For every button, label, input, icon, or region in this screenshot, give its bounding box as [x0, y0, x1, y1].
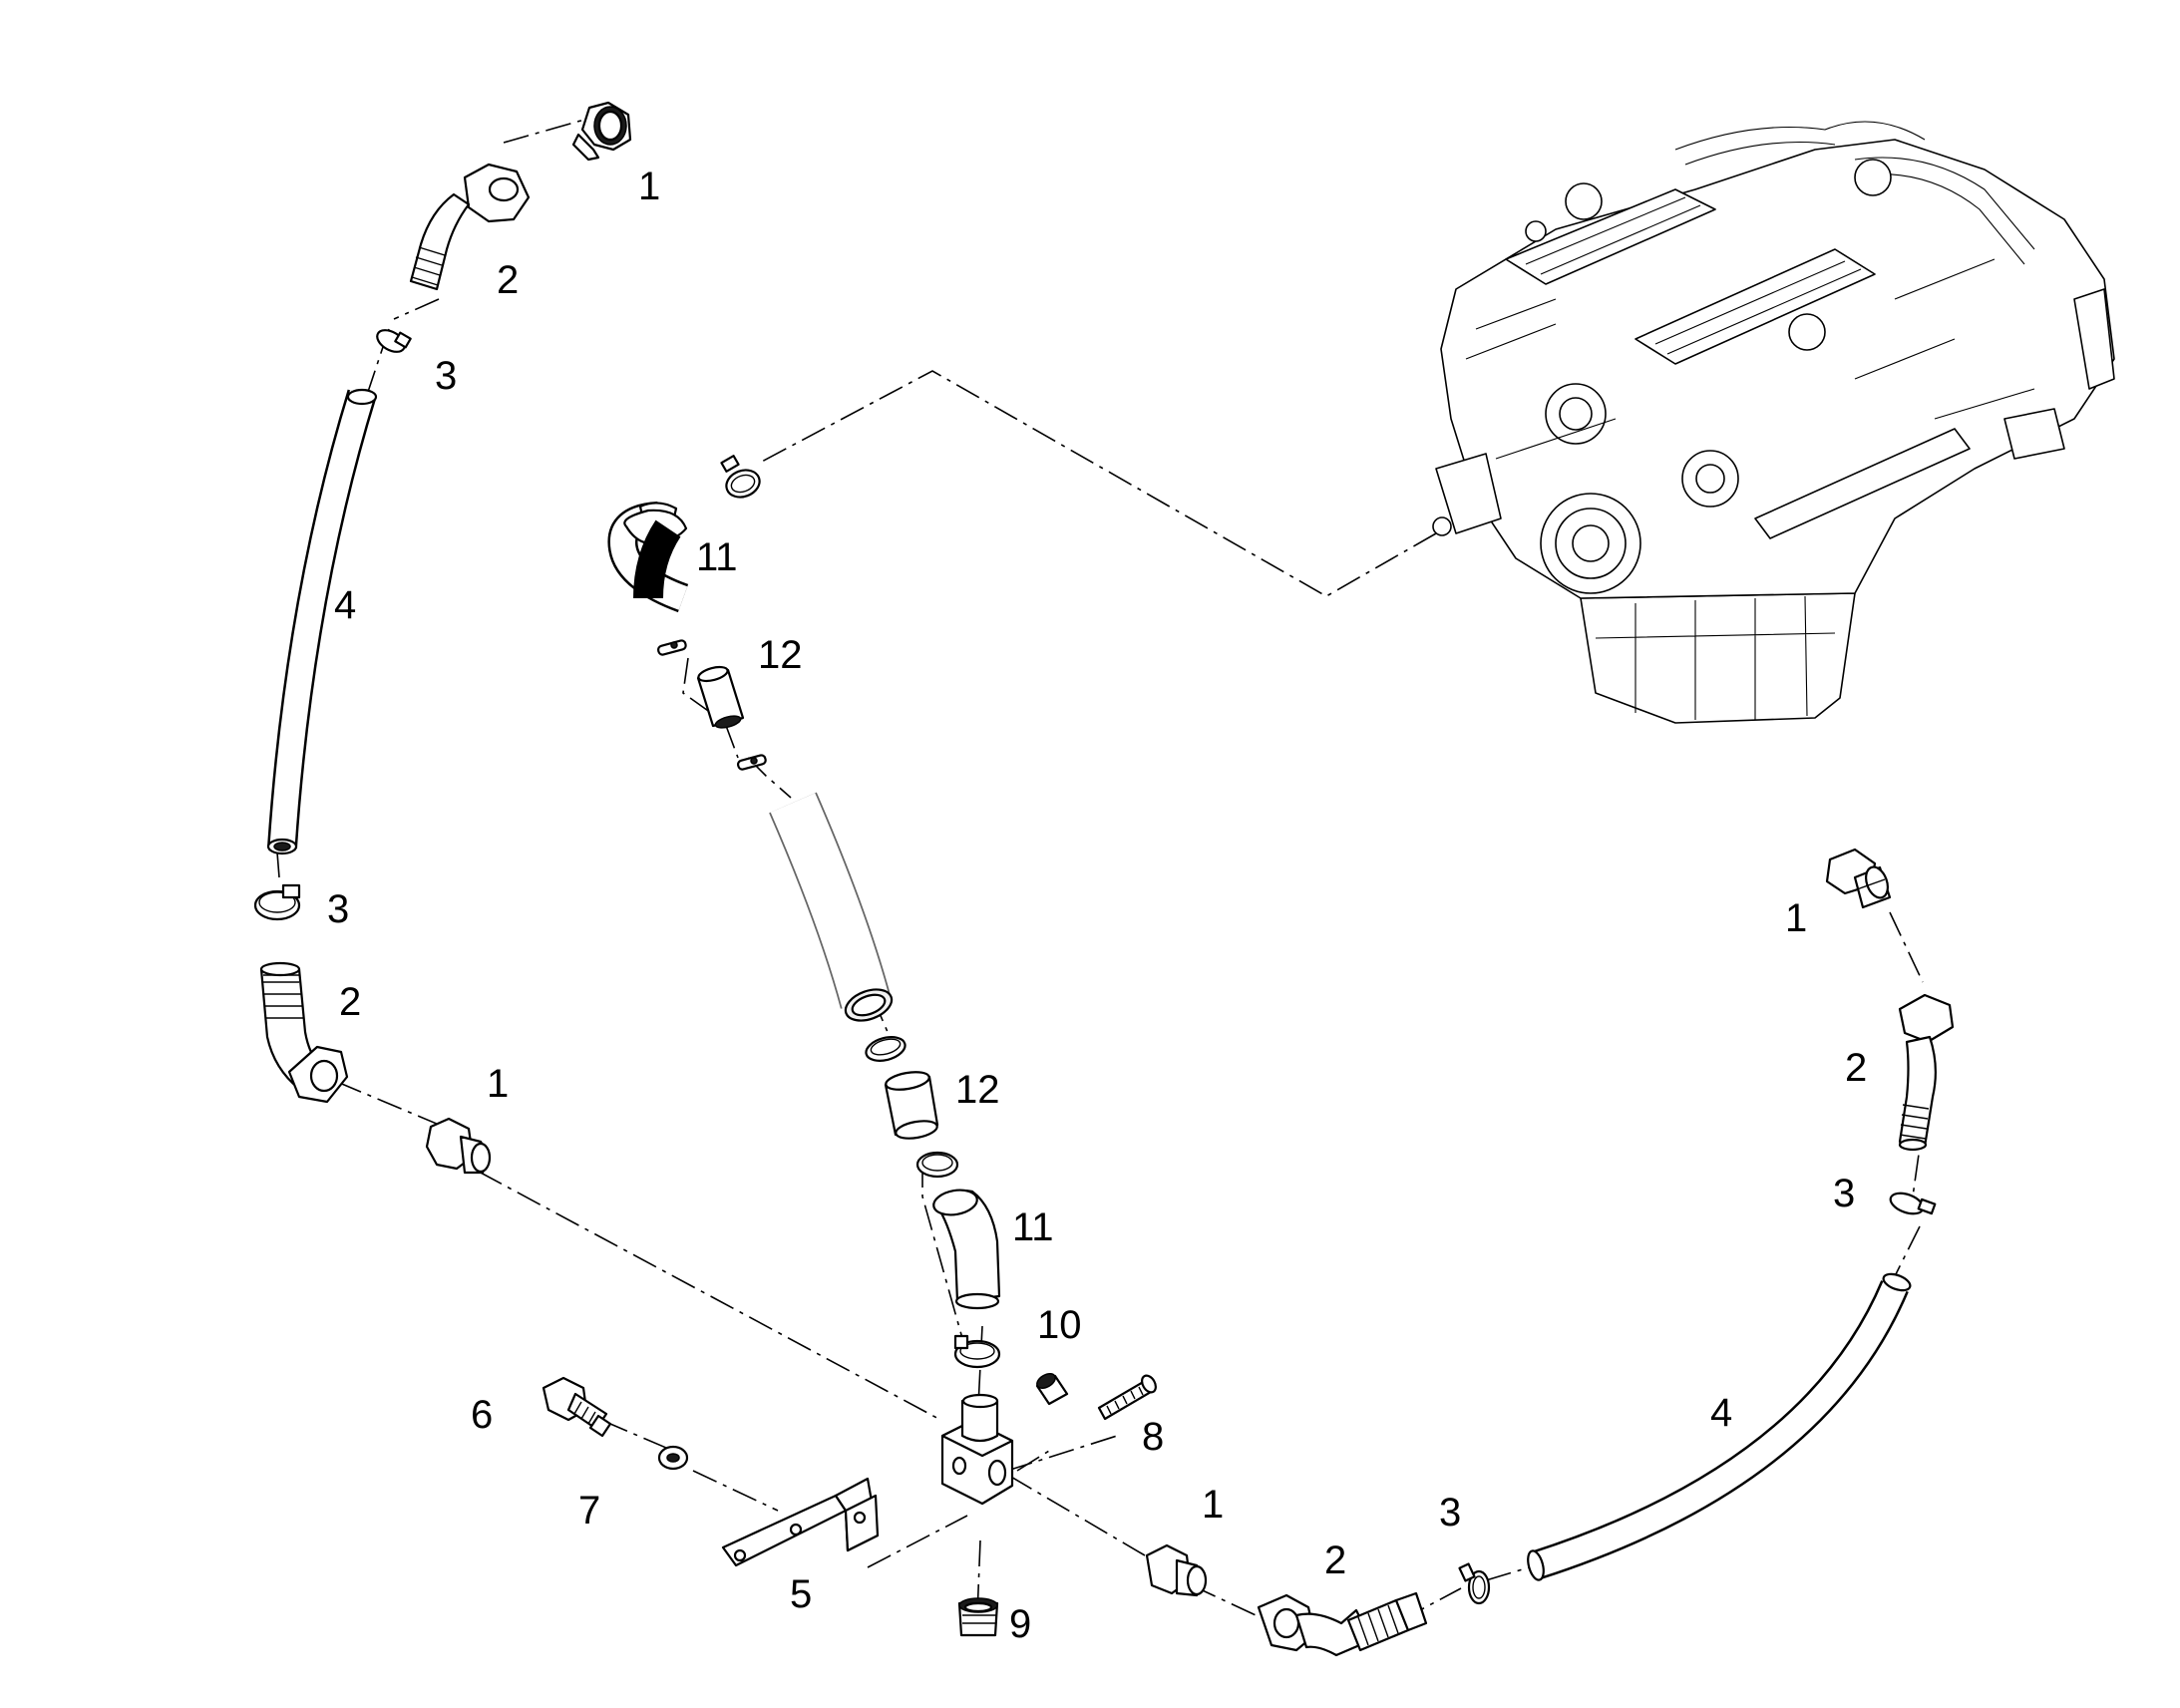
callout-center-elbow-bottom: 11	[1012, 1205, 1054, 1249]
left-elbow-bottom	[259, 961, 349, 1104]
engine-assembly-illustration	[1432, 121, 2115, 724]
callout-screw-8: 8	[1142, 1415, 1164, 1459]
center-elbow-bottom	[932, 1189, 1001, 1310]
callout-left-hose: 4	[334, 583, 356, 627]
callout-bottom-elbow: 2	[1324, 1538, 1346, 1582]
washer-7	[657, 1445, 689, 1471]
callout-clamp-10: 10	[1037, 1303, 1082, 1347]
plug-9	[957, 1597, 999, 1637]
center-hose	[769, 792, 894, 1022]
left-hose	[266, 388, 378, 855]
callout-right-elbow-top: 2	[1845, 1046, 1867, 1090]
bolt-6	[542, 1376, 612, 1438]
right-clamp-top	[1889, 1192, 1937, 1215]
callout-right-fitting-top: 1	[1785, 896, 1807, 940]
left-fitting-top	[571, 101, 632, 162]
callout-left-clamp-top: 3	[435, 354, 457, 398]
callout-left-clamp-bottom: 3	[327, 887, 349, 931]
center-clip-top	[656, 639, 687, 656]
center-connector-bottom	[884, 1071, 939, 1140]
callout-labels: 1 2 3 4 3 2 1 11 12 12 11 10 6 7 5 8 9 1…	[327, 165, 1867, 1646]
callout-bottom-clamp: 3	[1439, 1491, 1461, 1535]
callout-bottom-fitting: 1	[1202, 1483, 1224, 1527]
callout-left-elbow-top: 2	[497, 258, 519, 302]
callout-bolt-6: 6	[471, 1393, 493, 1437]
callout-right-hose: 4	[1710, 1391, 1732, 1435]
callout-left-elbow-bottom: 2	[339, 980, 361, 1024]
center-clip-middle	[736, 754, 767, 771]
center-elbow-top	[607, 502, 689, 613]
callout-center-elbow-top: 11	[696, 535, 738, 579]
callout-left-fitting-top: 1	[638, 165, 660, 208]
callout-left-fitting-bottom: 1	[487, 1062, 509, 1106]
center-clamp-top	[720, 455, 761, 499]
left-fitting-bottom	[425, 1117, 492, 1175]
bracket-5	[721, 1477, 880, 1567]
right-fitting-top	[1825, 848, 1892, 909]
plug-small	[1035, 1373, 1069, 1406]
bottom-elbow	[1257, 1591, 1428, 1657]
right-hose	[1527, 1272, 1912, 1581]
screw-8	[1097, 1374, 1157, 1421]
callout-plug-9: 9	[1009, 1602, 1031, 1646]
callout-washer-7: 7	[578, 1489, 600, 1533]
manifold-block	[940, 1393, 1014, 1506]
center-clamp-lower	[915, 1151, 959, 1179]
bottom-fitting	[1145, 1543, 1208, 1597]
callout-center-connector-top: 12	[758, 633, 803, 677]
bottom-clamp	[1458, 1562, 1491, 1605]
callout-center-connector-bottom: 12	[955, 1068, 1000, 1112]
left-clamp-bottom	[253, 883, 301, 921]
callout-bracket-5: 5	[790, 1572, 812, 1616]
right-elbow-top	[1898, 993, 1955, 1152]
center-connector-top	[696, 665, 745, 729]
clamp-10	[953, 1334, 1001, 1369]
left-clamp-top	[376, 329, 412, 353]
left-elbow-top	[409, 163, 531, 291]
center-clamp-middle	[865, 1036, 907, 1062]
callout-right-clamp-top: 3	[1833, 1172, 1855, 1215]
